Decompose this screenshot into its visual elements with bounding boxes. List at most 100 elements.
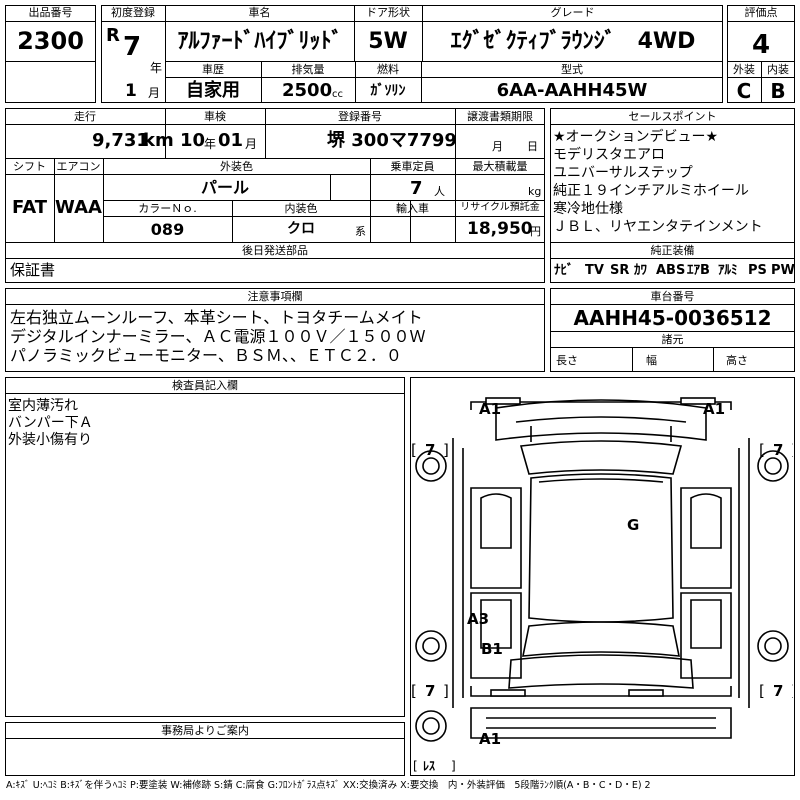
right-rear-door xyxy=(680,592,732,679)
rear-view-lines xyxy=(486,717,716,729)
rear-view-outline xyxy=(470,707,732,739)
load-label: 最大積載量 xyxy=(472,160,528,173)
era-letter: R xyxy=(106,25,120,46)
car-name-label: 車名 xyxy=(248,6,271,19)
roof-outline xyxy=(528,473,674,623)
dims-label: 諸元 xyxy=(661,333,684,346)
notes-box xyxy=(5,288,545,372)
later-parts-label: 後日発送部品 xyxy=(242,244,308,257)
car-name: ｱﾙﾌｧｰﾄﾞﾊｲﾌﾞﾘｯﾄﾞ xyxy=(177,29,343,54)
inspection-month-unit: 月 xyxy=(245,137,258,151)
score-label: 評価点 xyxy=(744,6,778,19)
load-unit: kg xyxy=(528,185,542,198)
inspection-label: 車検 xyxy=(204,110,226,123)
inspection-month: 01 xyxy=(218,130,244,151)
plate-value: 堺 300マ7799 xyxy=(327,130,457,151)
ext-grade-value: C xyxy=(736,79,752,103)
equipment-item: ｴｱB xyxy=(687,263,710,278)
car-diagram-svg: A1 A1 G A3 B1 A1 [ 7 ] [ 7 ] [ 7 ] [ 7 ]… xyxy=(411,397,793,773)
int-color-label: 内装色 xyxy=(284,202,318,215)
body-side-lines xyxy=(452,438,750,708)
chassis-label: 車台番号 xyxy=(650,290,695,303)
tire-label-fr-close: ] xyxy=(791,441,793,459)
first-reg-label: 初度登録 xyxy=(111,6,155,19)
front-bumper-outline xyxy=(470,401,732,410)
history-label: 車歴 xyxy=(202,63,224,76)
rear-window-outline xyxy=(522,621,680,657)
int-grade-label: 内装 xyxy=(767,63,789,76)
year-unit: 年 xyxy=(150,61,163,75)
rear-marker-left xyxy=(490,689,526,697)
ext-grade-label: 外装 xyxy=(733,63,755,76)
score-value: 4 xyxy=(751,30,771,60)
transfer-day-unit: 日 xyxy=(527,140,538,153)
tire-label-rr: [ xyxy=(759,682,765,700)
notes-line: デジタルインナーミラー、ＡＣ電源１００Ｖ／１５００Ｗ xyxy=(10,327,426,346)
right-front-door xyxy=(680,487,732,589)
front-marker-left xyxy=(485,397,521,405)
spec-box xyxy=(5,108,545,283)
hood-lines xyxy=(530,426,672,442)
transfer-month-unit: 月 xyxy=(492,140,503,153)
fuel-value: ｶﾞｿﾘﾝ xyxy=(370,83,406,99)
tire-value-spare: ﾚｽ xyxy=(423,759,435,773)
ext-color-label: 外装色 xyxy=(220,160,253,173)
tire-label-fl: [ xyxy=(411,441,417,459)
rear-bumper-outline xyxy=(470,686,732,697)
body-inner-lines xyxy=(462,448,740,698)
length-label: 長さ xyxy=(556,354,578,367)
tire-label-fl-close: ] xyxy=(443,441,449,459)
mark-rear: A1 xyxy=(479,730,501,748)
inspector-line: 室内薄汚れ xyxy=(8,398,78,414)
inspection-year: 10 xyxy=(180,130,206,151)
lot-box xyxy=(5,5,96,103)
shift-value: FAT xyxy=(11,197,48,218)
sales-line: ★オークションデビュー★ xyxy=(553,129,719,145)
ac-value: WAA xyxy=(55,197,102,218)
inspector-line: 外装小傷有り xyxy=(8,432,92,448)
inspector-label: 検査員記入欄 xyxy=(172,379,238,392)
tire-label-fr: [ xyxy=(759,441,765,459)
int-color-value: クロ xyxy=(287,221,315,237)
hood-crease xyxy=(515,416,687,423)
sales-label: セールスポイント xyxy=(628,110,717,123)
office-box xyxy=(5,722,405,776)
tire-rear-left-hub xyxy=(422,637,440,655)
tire-value-fl: 7 xyxy=(425,441,435,459)
displacement-value: 2500 xyxy=(282,80,333,101)
equipment-label: 純正装備 xyxy=(650,244,695,257)
mark-front-left: A1 xyxy=(479,400,501,418)
color-no-value: 089 xyxy=(150,220,185,239)
equipment-item: SR xyxy=(610,263,630,278)
notes-line: 左右独立ムーンルーフ、本革シート、トヨタチームメイト xyxy=(10,308,423,327)
grade-label: グレード xyxy=(550,6,595,19)
sales-line: モデリスタエアロ xyxy=(553,147,665,163)
windshield-outline xyxy=(519,440,683,475)
recycle-value: 18,950 xyxy=(467,219,533,239)
mileage-value: 9,731 xyxy=(92,130,149,151)
first-reg-month: 1 xyxy=(125,81,137,101)
tire-front-left-hub xyxy=(422,457,440,475)
int-grade-value: B xyxy=(770,79,786,103)
grade-value: ｴｸﾞｾﾞｸﾃｨﾌﾞﾗｳﾝｼﾞ 4WD xyxy=(450,29,696,54)
mark-left-side: A3 xyxy=(467,610,489,628)
mark-left-rear: B1 xyxy=(481,640,503,658)
left-rear-window xyxy=(480,599,512,649)
door-label: ドア形状 xyxy=(366,6,410,19)
mark-front-right: A1 xyxy=(703,400,725,418)
tire-front-left xyxy=(415,450,447,482)
fuel-label: 燃料 xyxy=(377,63,399,76)
tire-label-rl-close: ] xyxy=(443,682,449,700)
import-label: 輸入車 xyxy=(396,202,429,215)
shift-label: シフト xyxy=(13,160,46,173)
month-unit: 月 xyxy=(148,86,161,100)
sales-line: ＪＢＬ、リヤエンタテインメント xyxy=(553,219,763,235)
chassis-box xyxy=(550,288,795,372)
color-no-label: カラーＮｏ. xyxy=(138,202,197,215)
tire-label-spare-open: [ xyxy=(413,759,418,773)
right-front-window xyxy=(690,493,722,549)
tire-rear-right xyxy=(757,630,789,662)
recycle-label: リサイクル預託金 xyxy=(460,202,540,213)
inspection-year-unit: 年 xyxy=(204,137,217,151)
equipment-item: ｶﾜ xyxy=(634,263,647,278)
